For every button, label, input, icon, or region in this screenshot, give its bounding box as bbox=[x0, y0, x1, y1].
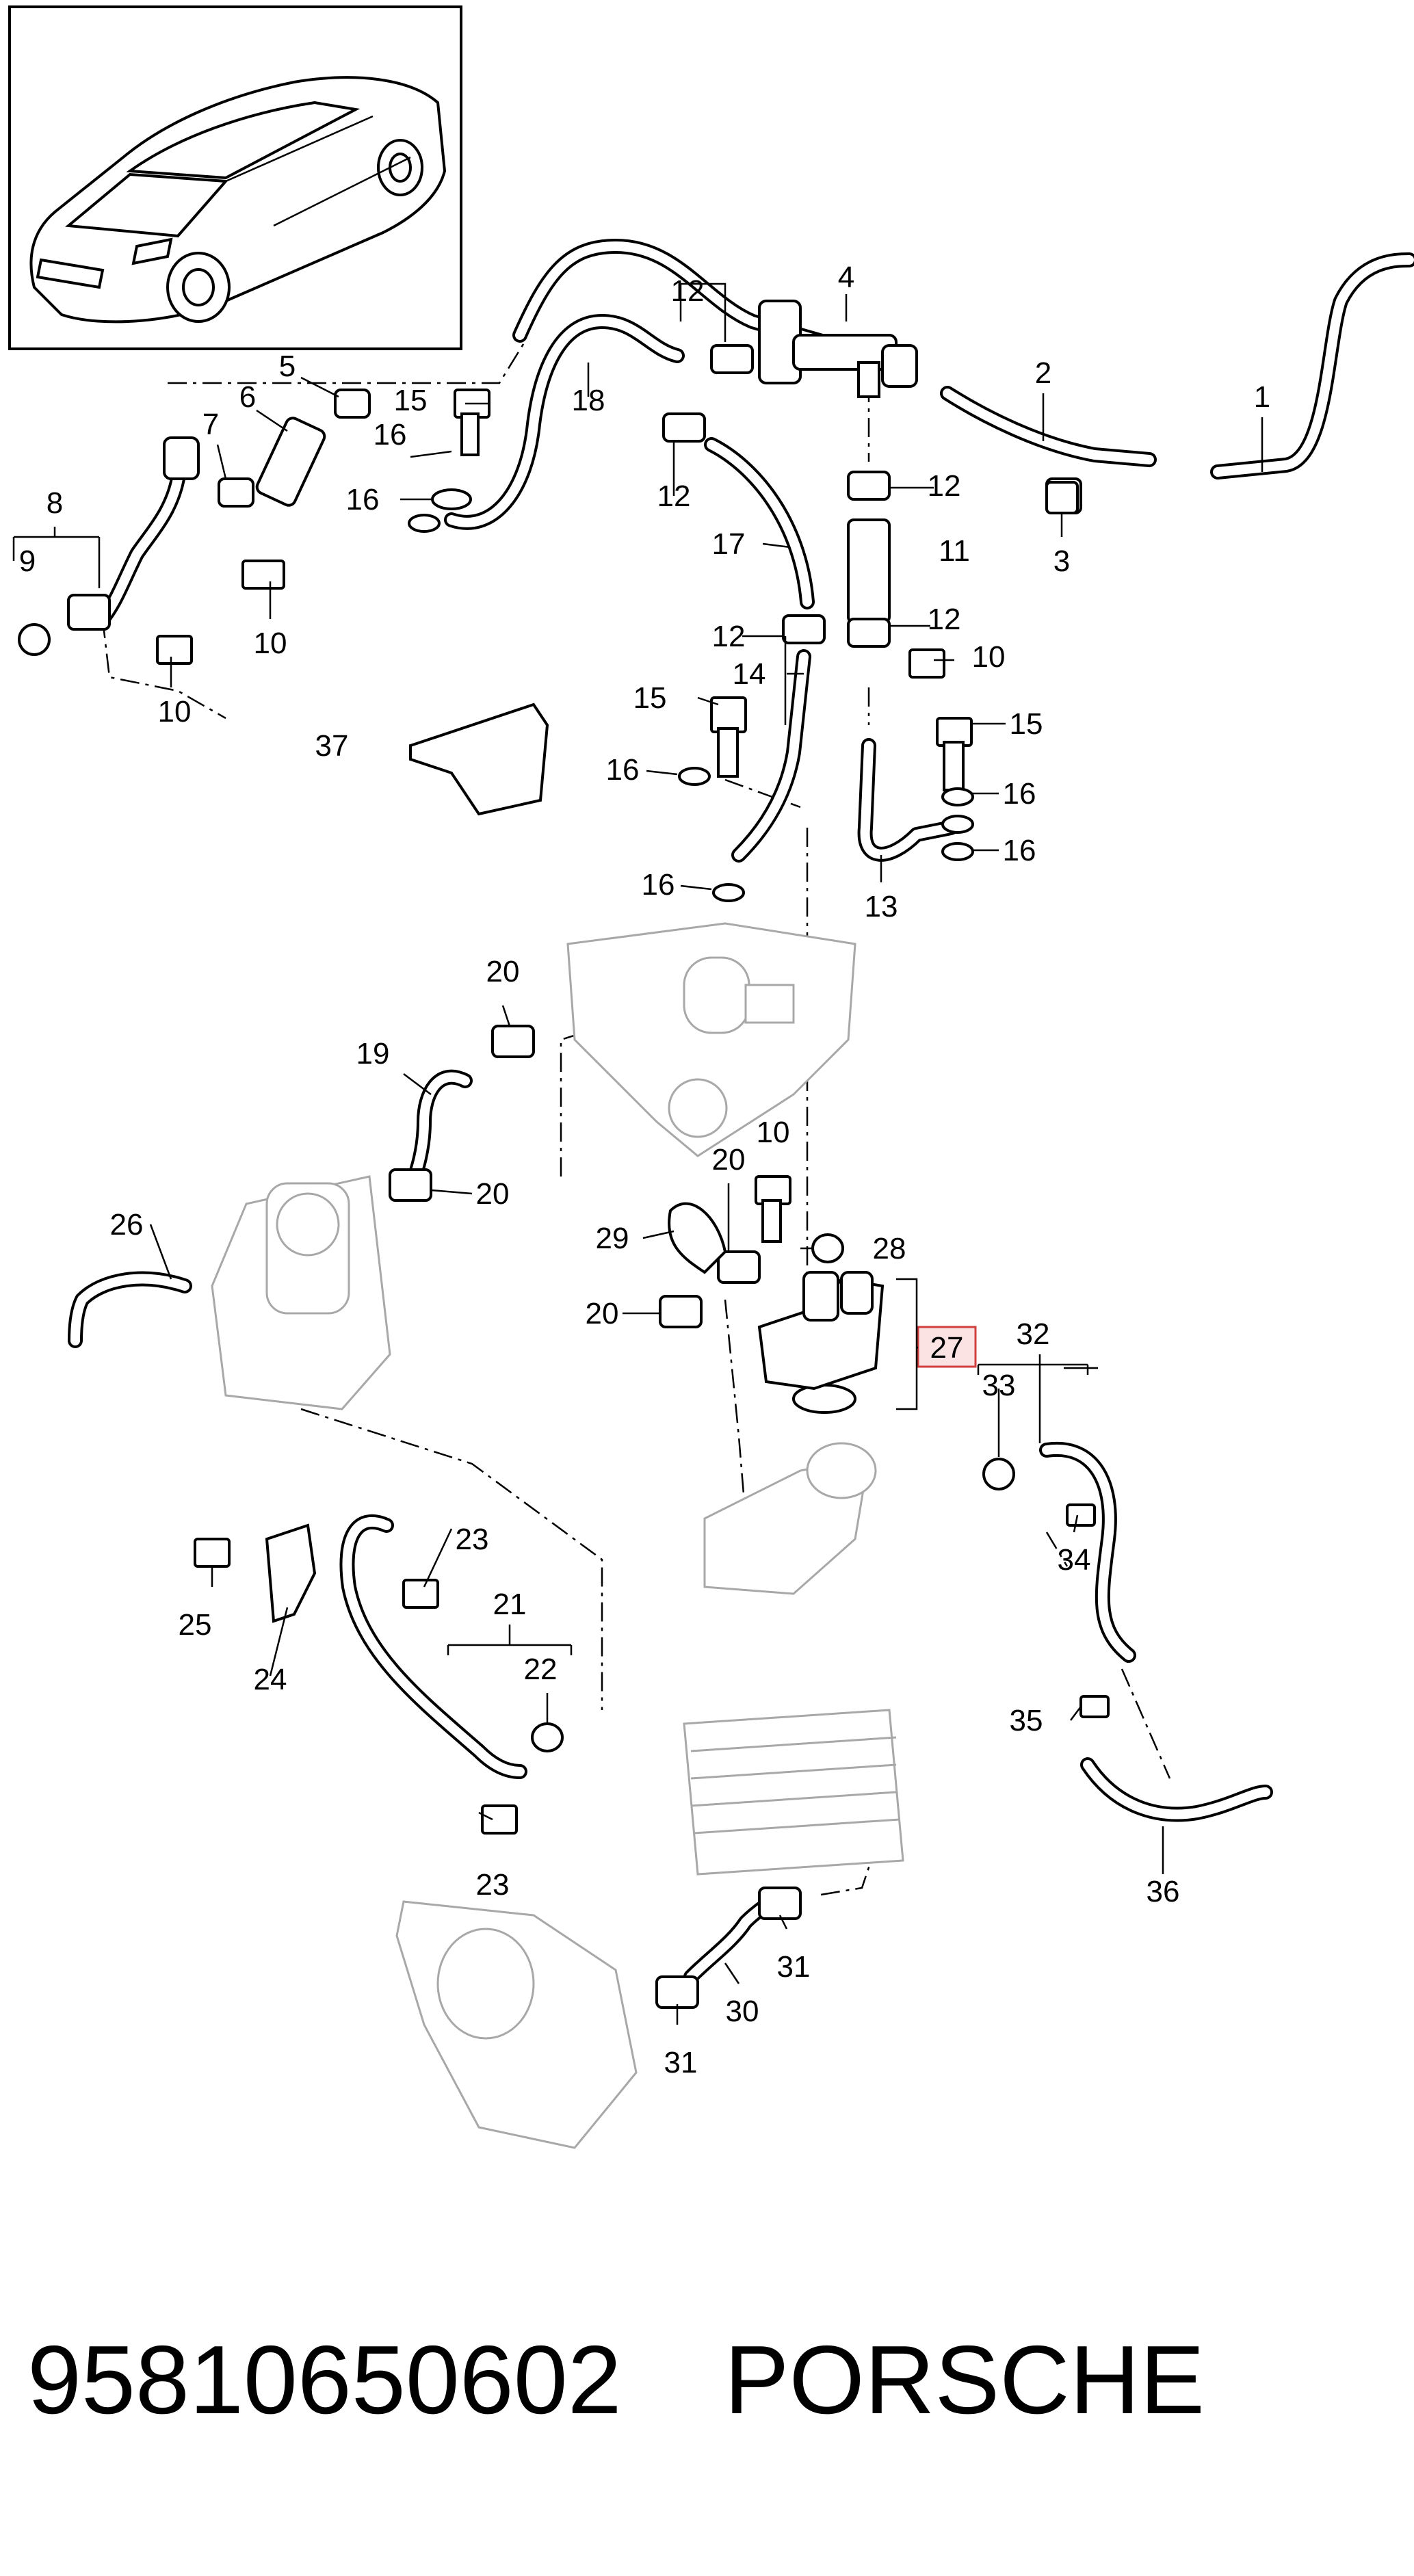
small-parts bbox=[18, 300, 1110, 2009]
callout-25: 25 bbox=[179, 1608, 212, 1642]
callout-16f: 16 bbox=[642, 868, 675, 902]
ghost-parts bbox=[211, 922, 904, 2149]
callout-12a: 12 bbox=[671, 274, 705, 308]
callout-15c: 15 bbox=[1010, 707, 1043, 741]
callout-20d: 20 bbox=[586, 1297, 619, 1330]
callout-17: 17 bbox=[712, 527, 746, 561]
callout-28: 28 bbox=[873, 1232, 906, 1265]
hose-2 bbox=[940, 386, 1157, 467]
callout-30: 30 bbox=[726, 1995, 759, 2028]
leader-lines bbox=[12, 282, 1264, 2025]
callout-24: 24 bbox=[254, 1663, 287, 1696]
callout-14: 14 bbox=[733, 657, 766, 691]
callout-26: 26 bbox=[110, 1208, 144, 1241]
callout-2: 2 bbox=[1035, 356, 1051, 390]
callout-23a: 23 bbox=[456, 1523, 489, 1556]
callout-32: 32 bbox=[1017, 1317, 1050, 1351]
callout-16a: 16 bbox=[374, 418, 407, 451]
callout-12b: 12 bbox=[657, 479, 691, 513]
vehicle-thumbnail bbox=[8, 5, 462, 350]
callout-10c: 10 bbox=[972, 640, 1006, 674]
callout-20c: 20 bbox=[712, 1143, 746, 1177]
callout-31a: 31 bbox=[777, 1950, 811, 1984]
part-number: 95810650602 bbox=[27, 2326, 622, 2434]
hose-18 bbox=[444, 314, 685, 530]
callout-13: 13 bbox=[865, 890, 898, 923]
callout-7: 7 bbox=[202, 408, 219, 441]
callout-9: 9 bbox=[19, 544, 36, 578]
callout-11: 11 bbox=[939, 534, 970, 568]
callout-16d: 16 bbox=[1003, 777, 1036, 811]
callout-15a: 15 bbox=[394, 384, 428, 417]
callout-6: 6 bbox=[239, 380, 256, 414]
callout-21: 21 bbox=[493, 1588, 527, 1621]
callout-27: 27 bbox=[930, 1331, 964, 1365]
callout-37: 37 bbox=[315, 729, 349, 763]
hose-17 bbox=[704, 437, 815, 609]
oil-cooler-ghost bbox=[683, 1709, 904, 1876]
callout-19: 19 bbox=[356, 1037, 390, 1070]
callout-35: 35 bbox=[1010, 1704, 1043, 1737]
callout-20b: 20 bbox=[476, 1177, 510, 1211]
callout-12c: 12 bbox=[928, 469, 961, 503]
egr-cooler-ghost bbox=[566, 922, 856, 1157]
callout-23b: 23 bbox=[476, 1868, 510, 1902]
callout-12e: 12 bbox=[928, 603, 961, 636]
callout-15b: 15 bbox=[633, 681, 667, 715]
footer: 95810650602 PORSCHE bbox=[27, 2329, 1389, 2432]
callout-33: 33 bbox=[982, 1369, 1016, 1402]
callout-1: 1 bbox=[1254, 380, 1270, 414]
callout-16b: 16 bbox=[346, 483, 380, 516]
callout-22: 22 bbox=[524, 1653, 558, 1686]
callout-36: 36 bbox=[1147, 1875, 1180, 1908]
callout-8: 8 bbox=[47, 486, 63, 520]
hoses bbox=[68, 239, 1414, 1984]
callout-12d: 12 bbox=[712, 620, 746, 653]
callout-10b: 10 bbox=[158, 695, 192, 728]
callout-29: 29 bbox=[596, 1222, 629, 1255]
callout-16e: 16 bbox=[1003, 834, 1036, 867]
callout-4: 4 bbox=[838, 261, 854, 294]
callout-20a: 20 bbox=[486, 955, 520, 988]
callout-16c: 16 bbox=[606, 753, 640, 787]
callout-5: 5 bbox=[279, 350, 296, 383]
callout-18: 18 bbox=[572, 384, 605, 417]
callout-34: 34 bbox=[1058, 1543, 1091, 1577]
callout-31b: 31 bbox=[664, 2046, 698, 2079]
callout-3: 3 bbox=[1053, 544, 1070, 578]
callout-10a: 10 bbox=[254, 627, 287, 660]
brand-name: PORSCHE bbox=[724, 2326, 1205, 2434]
callout-10d: 10 bbox=[757, 1116, 790, 1149]
